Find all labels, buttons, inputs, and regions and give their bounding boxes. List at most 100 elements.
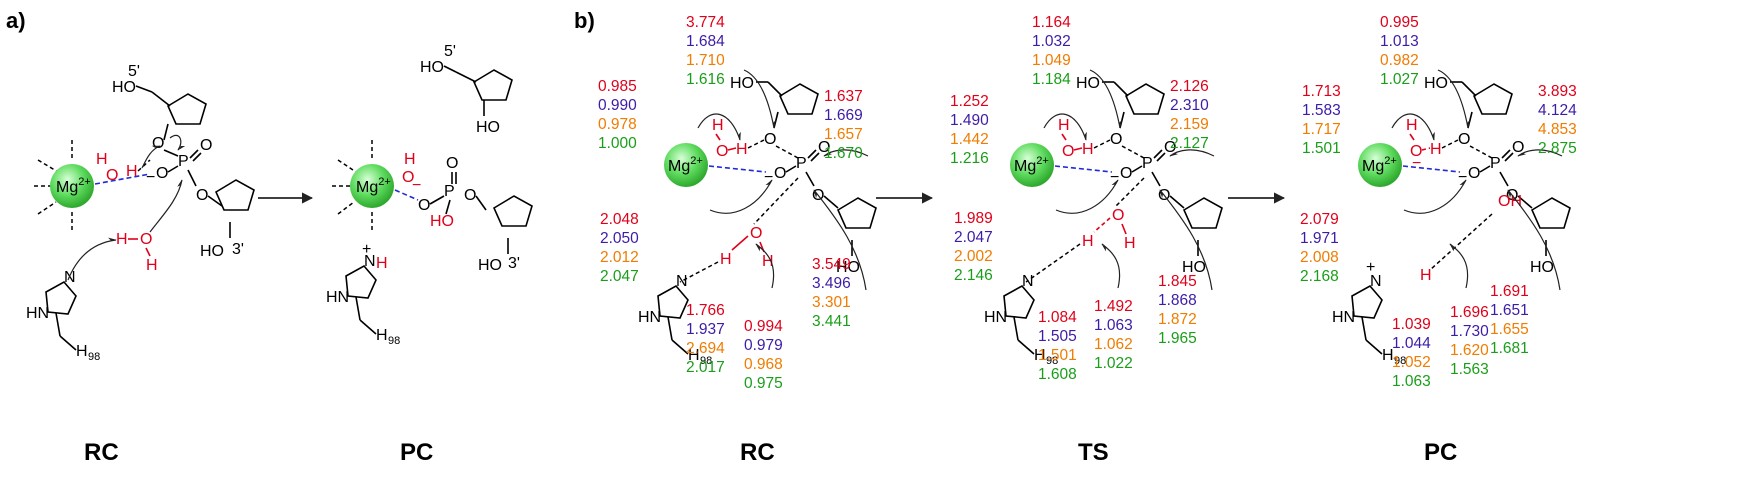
- svg-text:98: 98: [1046, 355, 1058, 367]
- svg-text:H: H: [404, 151, 416, 168]
- stage-label-b-ts: TS: [1078, 439, 1109, 466]
- svg-text:O: O: [1410, 143, 1422, 160]
- svg-text:O: O: [446, 155, 458, 172]
- stage-label-a-rc: RC: [84, 439, 119, 466]
- distance-value: 3.893: [1538, 83, 1577, 100]
- svg-text:−: −: [764, 169, 773, 186]
- svg-text:O: O: [1062, 143, 1074, 160]
- svg-text:O: O: [764, 131, 776, 148]
- svg-text:O: O: [464, 187, 476, 204]
- svg-text:HN: HN: [26, 305, 49, 322]
- distance-value: 4.124: [1538, 102, 1577, 119]
- svg-text:N: N: [364, 253, 376, 270]
- distance-value: 1.252: [950, 93, 989, 110]
- panel-a-rc-structure: Mg2+ H O H − O P O O O HO 3' HO 5' H: [26, 63, 255, 363]
- distance-value: 3.549: [812, 256, 851, 273]
- svg-text:HO: HO: [1424, 75, 1448, 92]
- svg-text:5': 5': [444, 43, 456, 60]
- svg-text:H: H: [116, 231, 128, 248]
- svg-text:H: H: [1406, 117, 1418, 134]
- mg-label: Mg2+: [1362, 155, 1397, 175]
- distance-value: 3.441: [812, 313, 851, 330]
- distance-value: 1.713: [1302, 83, 1341, 100]
- svg-text:O: O: [418, 197, 430, 214]
- distance-value: 1.616: [686, 71, 725, 88]
- svg-text:−: −: [412, 177, 421, 194]
- distance-value: 0.995: [1380, 14, 1419, 31]
- distance-value: 2.002: [954, 248, 993, 265]
- distance-value: 1.062: [1094, 336, 1133, 353]
- distance-value: 1.490: [950, 112, 989, 129]
- mg-ion-sphere: [664, 143, 708, 187]
- svg-text:H: H: [376, 255, 388, 272]
- svg-text:P: P: [1142, 155, 1153, 172]
- svg-text:O: O: [1512, 139, 1524, 156]
- distance-value: 1.684: [686, 33, 725, 50]
- distance-value: 2.127: [1170, 135, 1209, 152]
- distance-value: 1.084: [1038, 309, 1077, 326]
- distance-value: 1.845: [1158, 273, 1197, 290]
- distance-value: 1.730: [1450, 323, 1489, 340]
- distance-value: 1.657: [824, 126, 863, 143]
- svg-text:H: H: [762, 253, 774, 270]
- distance-value: 2.875: [1538, 140, 1577, 157]
- svg-text:O: O: [750, 225, 762, 242]
- distance-value: 1.670: [824, 145, 863, 162]
- panel-a-pc-structure: Mg2+ H O − O P O O HO HO 3' HO 5' HO N H…: [326, 43, 533, 347]
- svg-text:3': 3': [232, 241, 244, 258]
- svg-text:O: O: [140, 231, 152, 248]
- distance-value: 2.146: [954, 267, 993, 284]
- distance-value: 1.655: [1490, 321, 1529, 338]
- distance-value: 1.027: [1380, 71, 1419, 88]
- distance-value: 1.563: [1450, 361, 1489, 378]
- distance-value: 1.501: [1038, 347, 1077, 364]
- svg-text:98: 98: [1394, 355, 1406, 367]
- distance-value: 2.168: [1300, 268, 1339, 285]
- svg-text:O: O: [196, 187, 208, 204]
- svg-text:HO: HO: [430, 213, 454, 230]
- distance-value: 2.047: [600, 268, 639, 285]
- stage-label-b-pc: PC: [1424, 439, 1457, 466]
- distance-value: 1.691: [1490, 283, 1529, 300]
- distance-value: 2.694: [686, 340, 725, 357]
- svg-text:Mg2+: Mg2+: [356, 176, 391, 196]
- svg-text:HO: HO: [112, 79, 136, 96]
- svg-text:H: H: [1082, 233, 1094, 250]
- distance-value: 0.985: [598, 78, 637, 95]
- svg-text:P: P: [1490, 155, 1501, 172]
- svg-text:HO: HO: [730, 75, 754, 92]
- distance-value: 1.872: [1158, 311, 1197, 328]
- svg-text:O: O: [818, 139, 830, 156]
- svg-text:H: H: [126, 163, 138, 180]
- svg-text:H: H: [720, 251, 732, 268]
- svg-text:O: O: [1164, 139, 1176, 156]
- svg-text:OH: OH: [1498, 193, 1522, 210]
- distance-value: 2.079: [1300, 211, 1339, 228]
- stage-label-b-rc: RC: [740, 439, 775, 466]
- svg-text:H: H: [1430, 141, 1442, 158]
- svg-text:−: −: [1110, 169, 1119, 186]
- svg-text:P: P: [178, 153, 189, 170]
- distance-value: 1.492: [1094, 298, 1133, 315]
- distance-value: 2.047: [954, 229, 993, 246]
- distance-value: 1.049: [1032, 52, 1071, 69]
- distance-value: 1.013: [1380, 33, 1419, 50]
- mg-ion-sphere: [1010, 143, 1054, 187]
- svg-text:O: O: [774, 165, 786, 182]
- svg-text:−: −: [146, 169, 155, 186]
- distance-value: 1.868: [1158, 292, 1197, 309]
- svg-text:+: +: [1366, 259, 1375, 276]
- svg-text:P: P: [444, 183, 455, 200]
- svg-text:98: 98: [88, 351, 100, 363]
